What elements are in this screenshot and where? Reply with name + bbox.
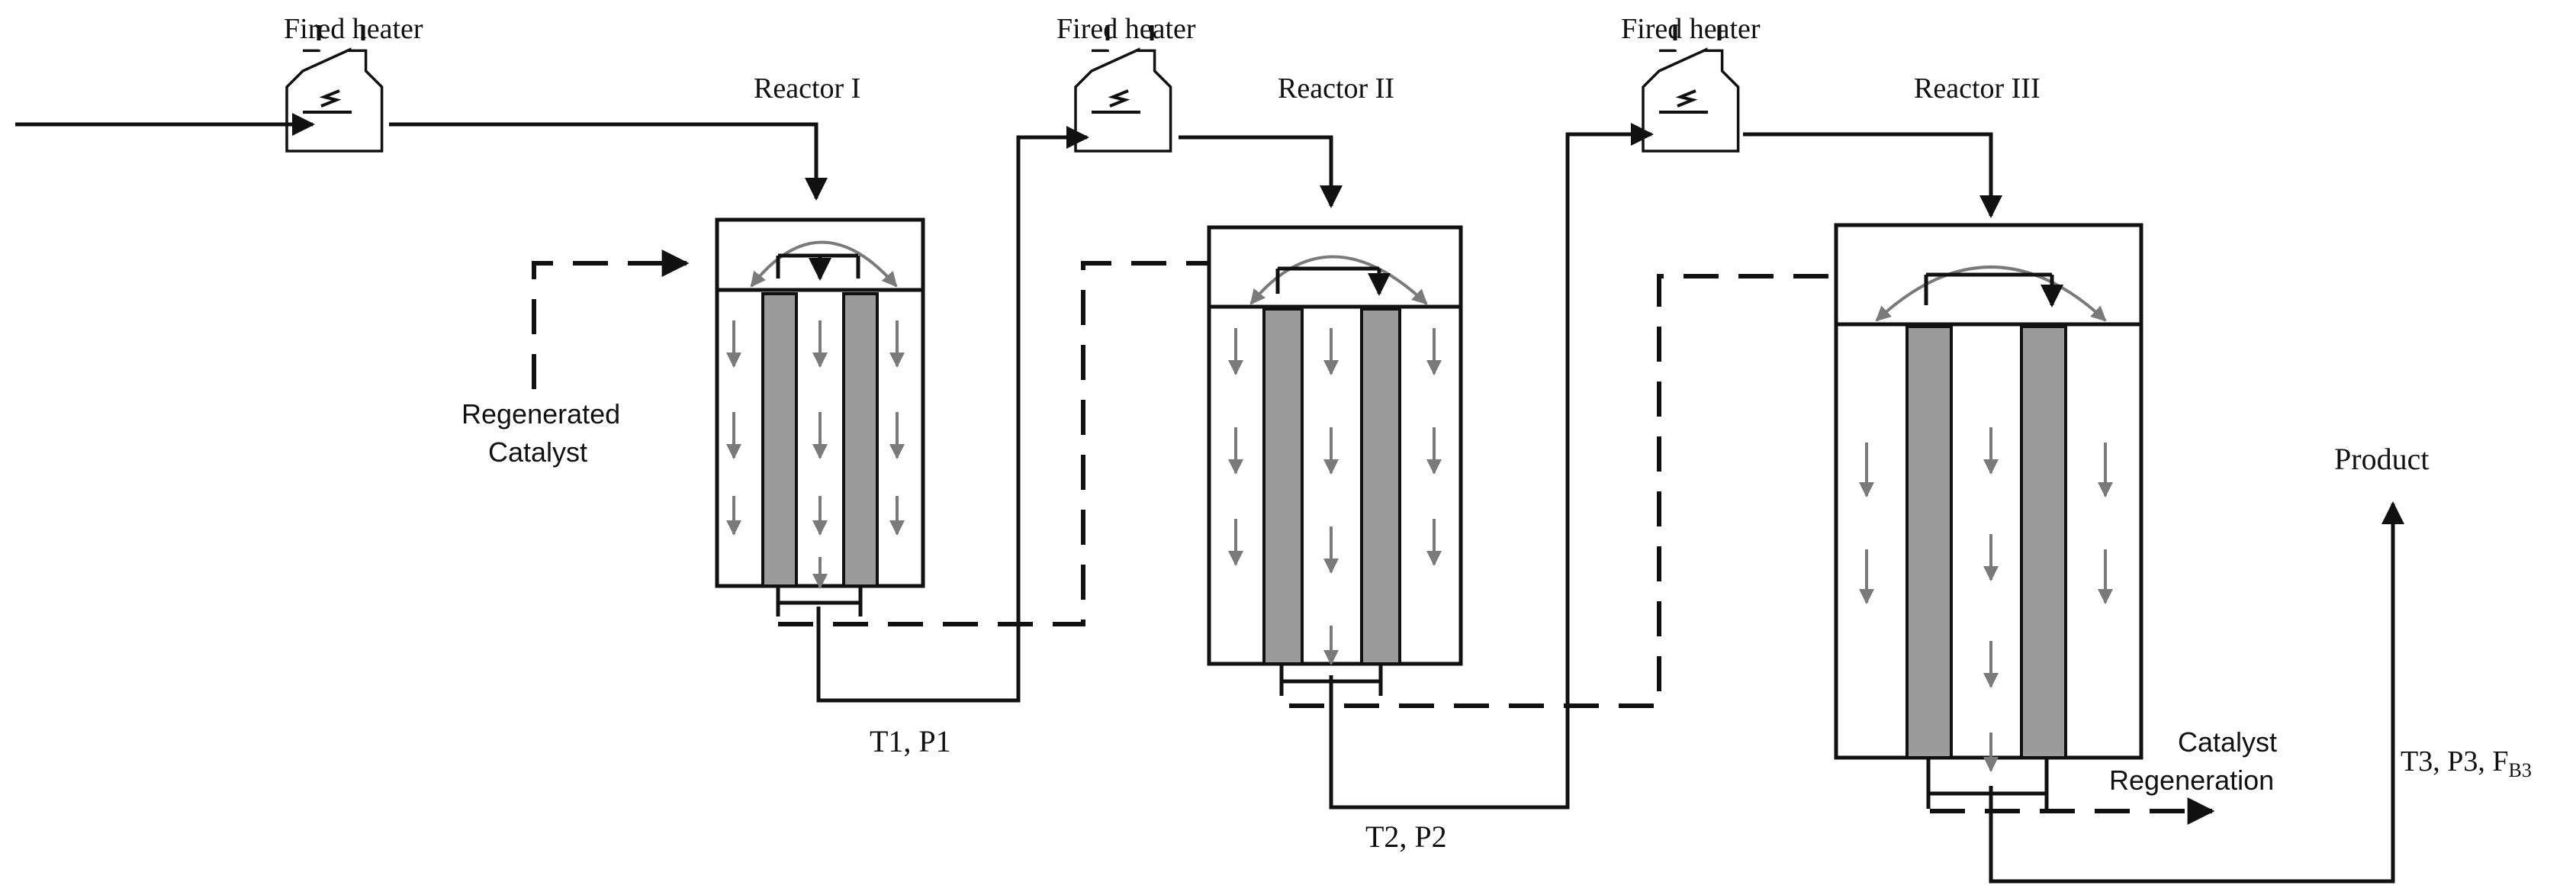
- heater3-to-reactor3-line: [1743, 132, 2002, 218]
- reactor-1-tube-right: [842, 292, 879, 588]
- t3-p3-fb3-label: T3, P3, FB3: [2401, 745, 2532, 781]
- reactor-3-tube-left: [1905, 325, 1953, 759]
- reactor-2-label: Reactor II: [1278, 72, 1394, 105]
- fb3-subscript: B3: [2508, 759, 2531, 781]
- reactor-2-tube-right: [1360, 307, 1401, 665]
- catalyst-regeneration-label-1: Catalyst: [2178, 726, 2277, 758]
- reactor-2: [1207, 225, 1463, 696]
- catalyst-2-to-3-line: [1289, 274, 1983, 708]
- reactor-3-label: Reactor III: [1914, 72, 2041, 105]
- reactor3-outlet-to-product-line: [1989, 501, 2404, 884]
- reactor-1-flow-arrows: [726, 320, 905, 589]
- regenerated-catalyst-label-1: Regenerated: [461, 398, 620, 430]
- regenerated-catalyst-line: [532, 250, 690, 389]
- regenerated-catalyst-label-2: Catalyst: [488, 436, 587, 468]
- reactor-1-tube-left: [761, 292, 798, 588]
- product-label: Product: [2334, 442, 2429, 476]
- fired-heater-2-label: Fired heater: [1056, 13, 1196, 45]
- catalyst-regeneration-label-2: Regeneration: [2109, 765, 2274, 796]
- heater2-to-reactor2-line: [1179, 135, 1343, 208]
- reactor1-outlet-to-heater2-line: [816, 126, 1089, 703]
- t3-p3-f-text: T3, P3, F: [2401, 745, 2508, 777]
- reactor-3: [1834, 223, 2143, 809]
- t2-p2-label: T2, P2: [1365, 819, 1447, 854]
- reactor2-outlet-to-heater3-line: [1329, 123, 1654, 810]
- t1-p1-label: T1, P1: [870, 724, 951, 758]
- heater1-to-reactor1-line: [389, 122, 828, 201]
- fired-heater-3-label: Fired heater: [1621, 13, 1761, 45]
- reactor-2-flow-arrows: [1228, 328, 1442, 665]
- reactor-3-flow-arrows: [1859, 427, 2113, 772]
- fired-heater-3: [1642, 25, 1740, 153]
- fired-heater-2: [1074, 25, 1172, 153]
- fired-heater-1-label: Fired heater: [284, 13, 423, 45]
- reactor-2-tube-left: [1262, 307, 1304, 665]
- reactor-1-label: Reactor I: [754, 72, 860, 105]
- reactor-3-tube-right: [2020, 325, 2067, 759]
